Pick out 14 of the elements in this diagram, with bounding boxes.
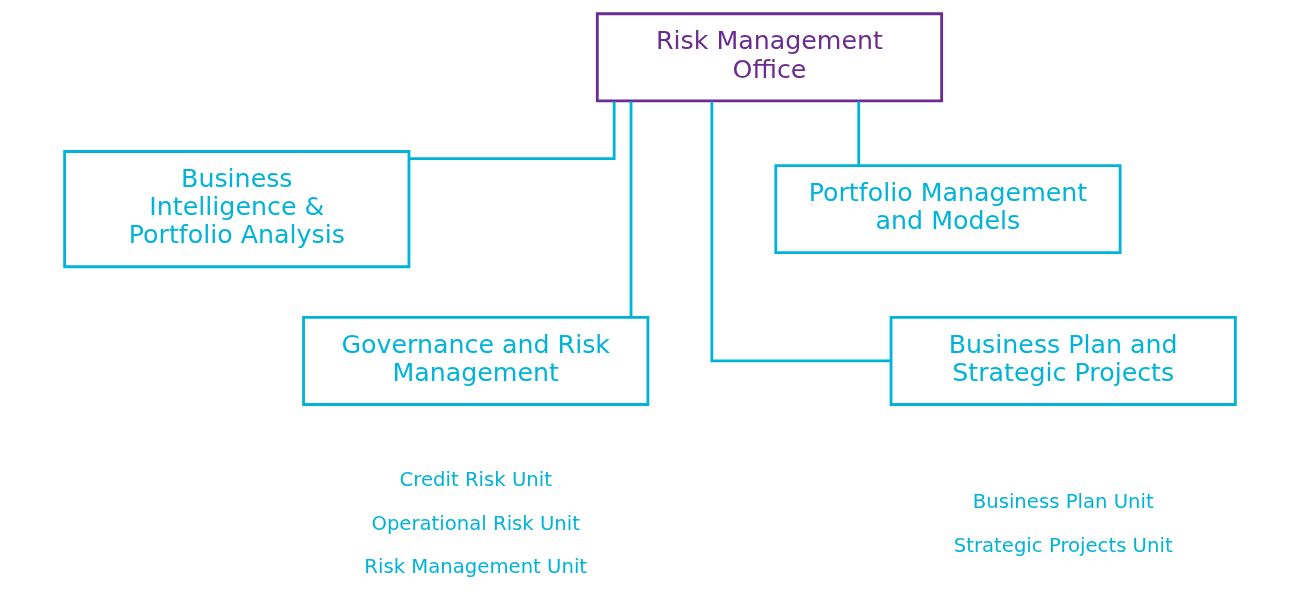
connector [409,101,616,160]
node-box: Portfolio Management and Models [774,164,1122,255]
node-label: Operational Risk Unit [371,511,581,535]
node-box: Business Plan and Strategic Projects [889,315,1237,406]
node-label: Credit Risk Unit [399,468,552,492]
node-label: Business Plan Unit [972,490,1154,514]
connector [710,101,891,363]
node-label: Risk Management Unit [364,555,588,579]
node-box: Business Intelligence & Portfolio Analysis [63,150,411,269]
node-label: Strategic Projects Unit [953,533,1173,557]
connector [857,101,861,166]
connector [629,101,633,318]
node-box: Risk Management Office [595,12,944,103]
node-box: Governance and Risk Management [302,315,650,406]
